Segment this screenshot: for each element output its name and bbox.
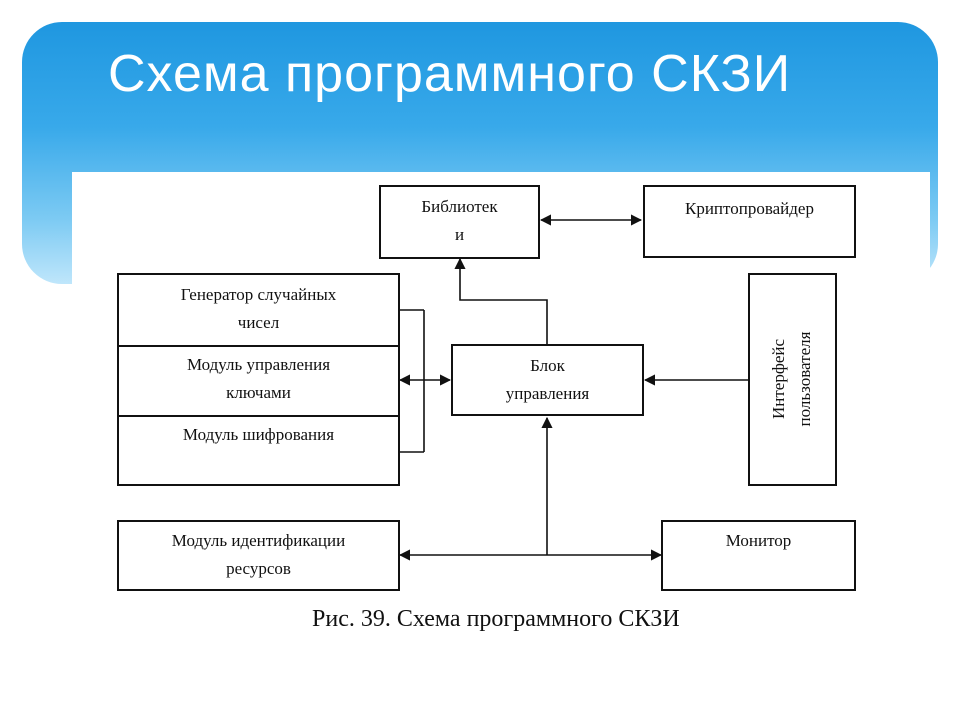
key-module-label: Модуль управления ключами	[186, 355, 331, 402]
encryption-module-label: Модуль шифрования	[182, 425, 335, 444]
slide-title: Схема программного СКЗИ	[108, 45, 792, 103]
library-label: Библиотек и	[421, 197, 498, 244]
cryptoprovider-box: Криптопровайдер	[643, 185, 856, 258]
edge-control-library	[454, 257, 548, 345]
identification-module-box: Модуль идентификации ресурсов	[117, 520, 400, 591]
monitor-box: Монитор	[661, 520, 856, 591]
control-block-label: Блок управления	[505, 356, 590, 403]
library-box: Библиотек и	[379, 185, 540, 259]
monitor-label: Монитор	[725, 531, 792, 550]
figure-caption: Рис. 39. Схема программного СКЗИ	[312, 606, 680, 632]
identification-module-label: Модуль идентификации ресурсов	[171, 531, 346, 578]
encryption-module-box: Модуль шифрования	[117, 415, 400, 486]
rng-box: Генератор случайных чисел	[117, 273, 400, 347]
control-block-box: Блок управления	[451, 344, 644, 416]
cryptoprovider-label: Криптопровайдер	[685, 199, 814, 218]
rng-label: Генератор случайных чисел	[180, 285, 337, 332]
user-interface-box: Интерфейс пользователя	[748, 273, 837, 486]
user-interface-label: Интерфейс пользователя	[769, 331, 814, 427]
key-module-box: Модуль управления ключами	[117, 345, 400, 417]
